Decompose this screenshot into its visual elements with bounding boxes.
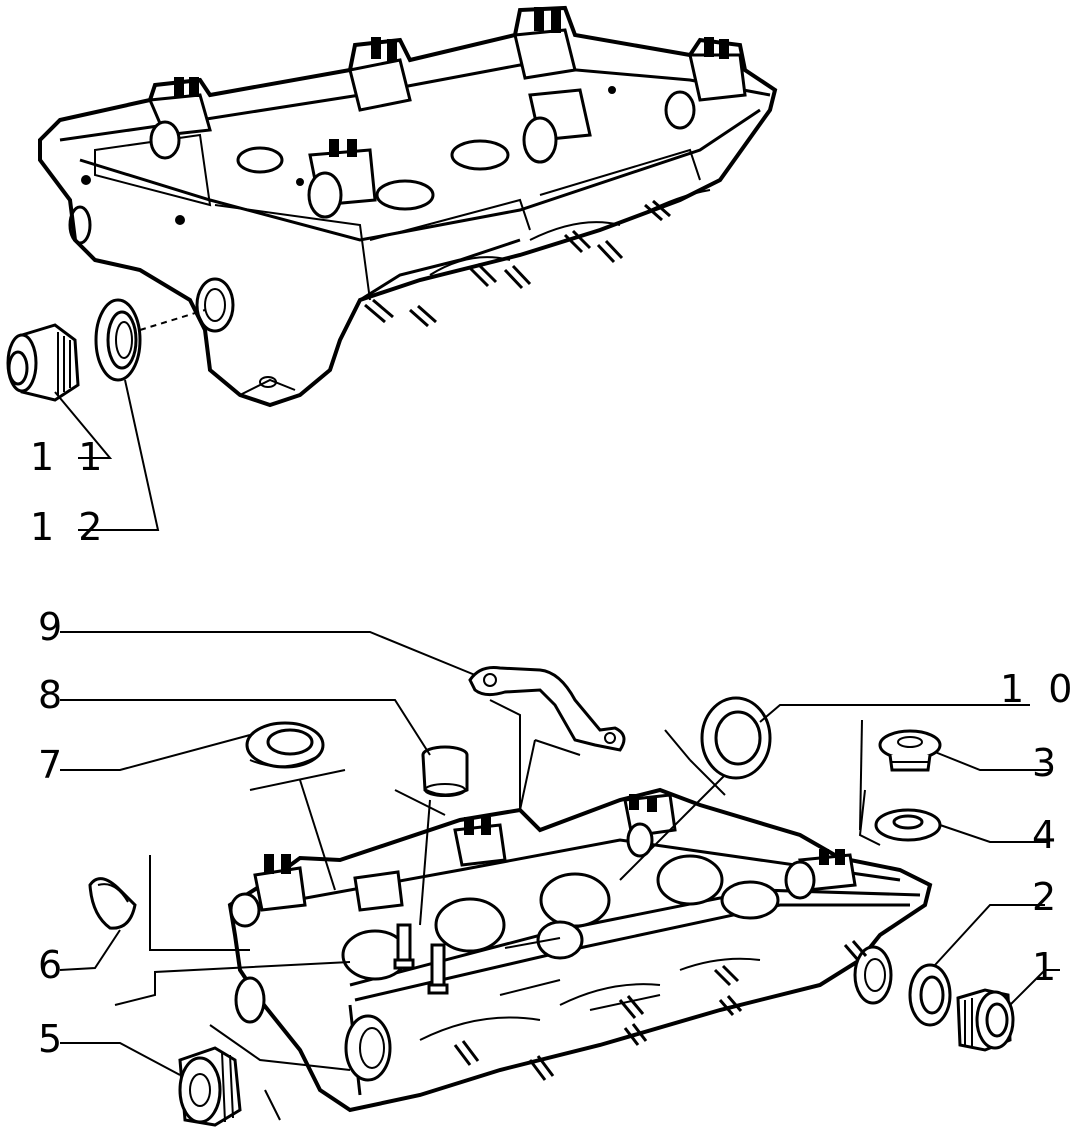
part-5-threaded-plug	[178, 1046, 242, 1127]
part-11-threaded-plug	[6, 323, 80, 402]
assembly-guide-lines	[114, 699, 881, 1121]
callout-11: 1 1	[30, 435, 108, 479]
leader-4	[939, 824, 1050, 843]
leader-8	[60, 699, 431, 756]
upper-cylinder-head	[38, 5, 778, 408]
head-bolts	[393, 923, 449, 995]
callout-9: 9	[38, 605, 68, 649]
part-1-threaded-plug	[956, 988, 1015, 1052]
callout-5: 5	[38, 1017, 68, 1061]
callout-6: 6	[38, 943, 68, 987]
leader-1	[1009, 969, 1060, 1006]
leader-12	[78, 379, 160, 531]
part-6-half-moon-plug	[88, 877, 137, 930]
leader-10	[759, 704, 1030, 723]
part-12-seal-ring	[94, 298, 142, 382]
leader-5	[60, 1042, 181, 1076]
leader-9	[60, 631, 476, 676]
part-8-tappet	[421, 745, 469, 797]
callout-7: 7	[38, 743, 68, 787]
callout-12: 1 2	[30, 505, 108, 549]
part-7-oil-seal	[245, 721, 325, 769]
part-9-bracket	[468, 666, 626, 752]
callout-4: 4	[1032, 813, 1062, 857]
leader-10-shaft	[619, 774, 726, 881]
callout-10: 1 0	[1000, 667, 1078, 711]
callout-2: 2	[1032, 875, 1062, 919]
part-3-threaded-plug	[878, 729, 942, 772]
leader-6	[59, 929, 121, 971]
lower-cylinder-head	[227, 787, 933, 1113]
leader-11	[54, 391, 113, 459]
callout-8: 8	[38, 673, 68, 717]
part-2-seal-ring	[908, 963, 952, 1027]
part-10-oil-seal	[700, 696, 772, 780]
callout-1: 1	[1032, 945, 1062, 989]
leader-2	[934, 904, 1045, 966]
leader-7	[60, 734, 251, 771]
leader-3	[934, 751, 1050, 771]
part-4-washer	[874, 808, 942, 842]
callout-3: 3	[1032, 741, 1062, 785]
